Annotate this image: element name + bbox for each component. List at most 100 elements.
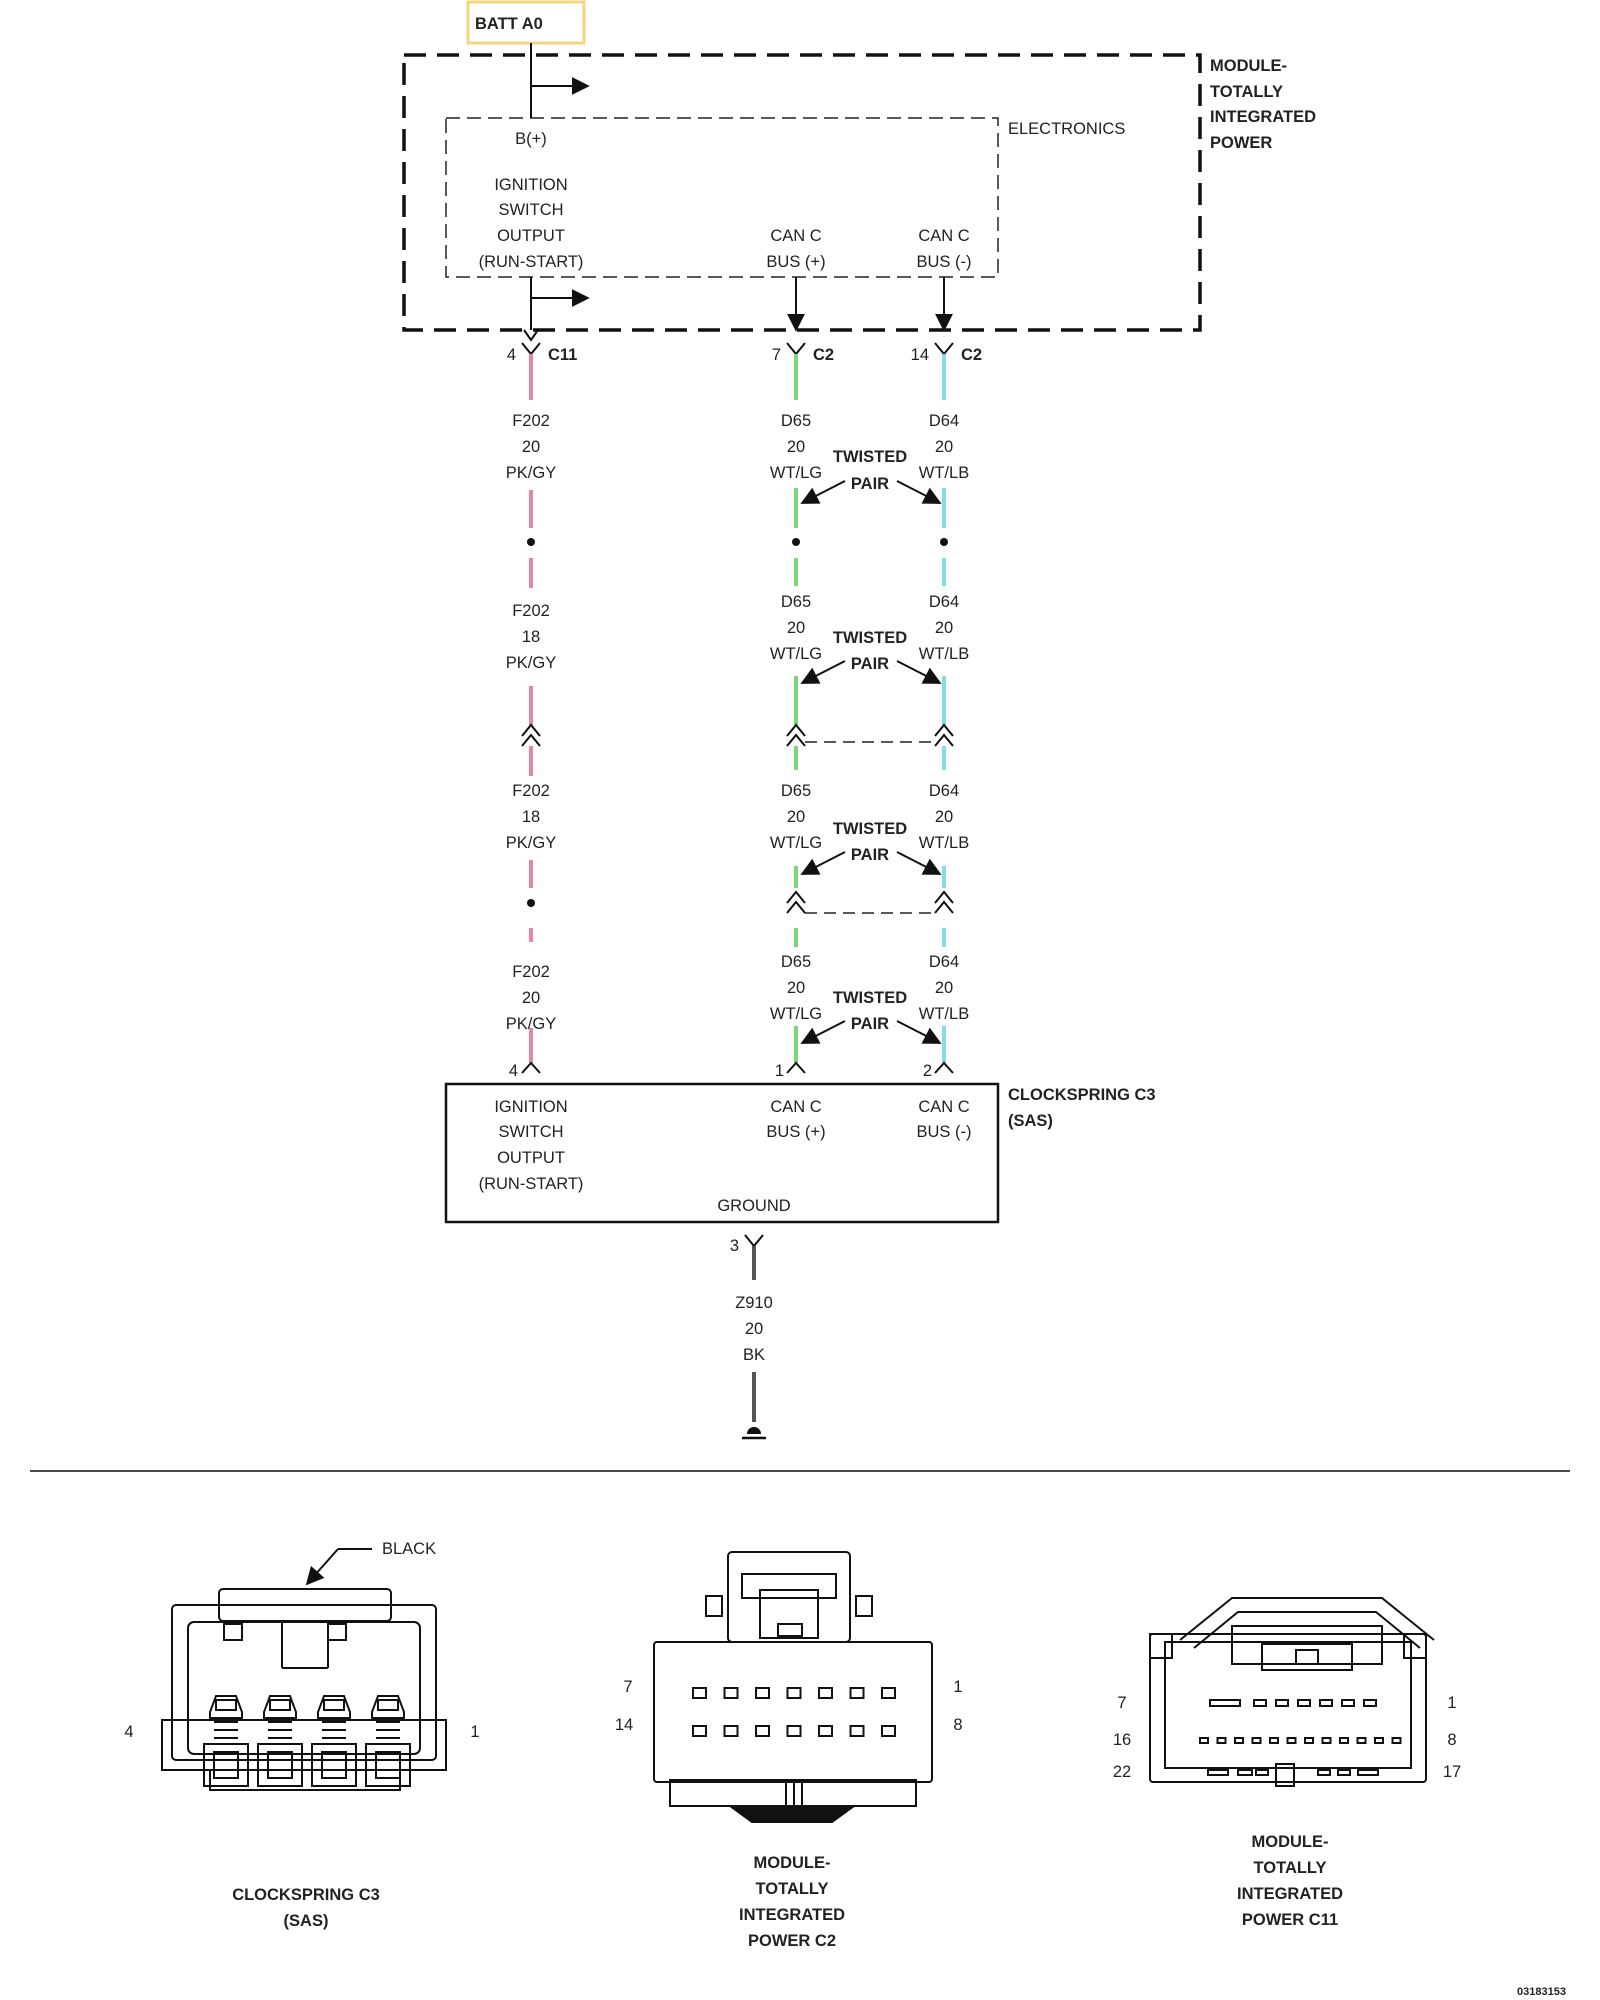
d64-label: D64	[929, 953, 959, 971]
c11-cavity	[1391, 1737, 1402, 1744]
c3-latch-inner	[269, 1699, 291, 1711]
c3-callout: BLACK	[382, 1540, 436, 1558]
f202-label: 20	[522, 989, 540, 1007]
svg-text:(RUN-START): (RUN-START)	[479, 1175, 584, 1193]
svg-text:TWISTED: TWISTED	[833, 629, 907, 647]
svg-text:4: 4	[509, 1062, 518, 1080]
c11-pin-right-3: 17	[1443, 1763, 1461, 1781]
c2-cavity	[692, 1725, 707, 1737]
d64-label: 20	[935, 808, 953, 826]
svg-text:INTEGRATED: INTEGRATED	[1237, 1885, 1343, 1903]
svg-text:TWISTED: TWISTED	[833, 820, 907, 838]
ground-wire-z910: 3 Z910 20 BK	[730, 1234, 773, 1440]
c11-cavity	[1199, 1737, 1209, 1744]
twisted-pair-arrow	[896, 480, 942, 504]
c2-cavity	[786, 1725, 802, 1737]
c2-cavity	[881, 1725, 896, 1737]
c3-latch-inner	[215, 1699, 237, 1711]
c3-cavity	[365, 1743, 411, 1787]
clockspring-can-neg-label: CAN C BUS (-)	[917, 1098, 972, 1141]
d65-label: 20	[787, 808, 805, 826]
f202-label: PK/GY	[506, 1015, 556, 1033]
c2-pin-right-2: 8	[953, 1716, 962, 1734]
bottom-connector-pins: 4 1 2	[509, 1061, 954, 1080]
shield-dashes	[805, 741, 935, 914]
c11-cavity	[1304, 1737, 1314, 1744]
svg-text:(RUN-START): (RUN-START)	[479, 253, 584, 271]
c3-cavity	[203, 1743, 249, 1787]
labels-twisted-pair: TWISTEDPAIRTWISTEDPAIRTWISTEDPAIRTWISTED…	[800, 448, 942, 1044]
f202-label: F202	[512, 412, 550, 430]
svg-text:BUS (+): BUS (+)	[766, 1123, 825, 1141]
c11-pin-left-2: 16	[1113, 1731, 1131, 1749]
clockspring-can-pos-label: CAN C BUS (+)	[766, 1098, 825, 1141]
svg-text:MODULE-: MODULE-	[754, 1854, 831, 1872]
twisted-pair-arrow	[800, 851, 846, 875]
svg-text:BUS (-): BUS (-)	[917, 253, 972, 271]
svg-text:TOTALLY: TOTALLY	[1253, 1859, 1326, 1877]
clockspring-title: CLOCKSPRING C3 (SAS)	[1008, 1086, 1156, 1130]
top-connector-pins: 4 C11 7 C2 14 C2	[507, 342, 982, 364]
svg-text:INTEGRATED: INTEGRATED	[739, 1906, 845, 1924]
d65-label: D65	[781, 412, 811, 430]
c2-cavity	[818, 1687, 833, 1699]
svg-text:3: 3	[730, 1237, 739, 1255]
c3-cavity	[257, 1743, 303, 1787]
c11-cavity	[1209, 1699, 1241, 1707]
f202-label: F202	[512, 602, 550, 620]
svg-text:BUS (+): BUS (+)	[766, 253, 825, 271]
svg-text:BK: BK	[743, 1346, 765, 1364]
ground-symbol-icon	[742, 1427, 766, 1440]
svg-text:2: 2	[923, 1062, 932, 1080]
module-tip-box: MODULE- TOTALLY INTEGRATED POWER ELECTRO…	[402, 53, 1316, 332]
d65-label: WT/LG	[770, 645, 822, 663]
svg-text:(SAS): (SAS)	[1008, 1112, 1053, 1130]
svg-text:TWISTED: TWISTED	[833, 989, 907, 1007]
svg-text:CLOCKSPRING C3: CLOCKSPRING C3	[1008, 1086, 1156, 1104]
c11-cavity	[1286, 1737, 1297, 1744]
c2-pin-right-1: 1	[953, 1678, 962, 1696]
svg-text:TOTALLY: TOTALLY	[1210, 83, 1283, 101]
d64-label: WT/LB	[919, 1005, 969, 1023]
svg-text:1: 1	[775, 1062, 784, 1080]
svg-text:POWER: POWER	[1210, 134, 1272, 152]
d64-label: 20	[935, 619, 953, 637]
pin-c2-14	[934, 342, 954, 356]
svg-text:OUTPUT: OUTPUT	[497, 227, 565, 245]
d65-label: 20	[787, 619, 805, 637]
connector-c2-view	[653, 1551, 933, 1823]
c3-cavity-inner	[321, 1751, 347, 1779]
c3-cavity-inner	[375, 1751, 401, 1779]
f202-label: PK/GY	[506, 464, 556, 482]
c2-cavity	[849, 1687, 865, 1699]
d64-label: 20	[935, 438, 953, 456]
d64-label: WT/LB	[919, 834, 969, 852]
c2-cavity	[692, 1687, 707, 1699]
c11-pin-right-2: 8	[1447, 1731, 1456, 1749]
c11-cavity	[1319, 1699, 1333, 1707]
svg-text:SWITCH: SWITCH	[498, 201, 563, 219]
labels-f202: F20220PK/GYF20218PK/GYF20218PK/GYF20220P…	[506, 412, 556, 1033]
c11-cavity	[1234, 1737, 1244, 1744]
c11-cavity	[1253, 1699, 1267, 1707]
svg-text:PAIR: PAIR	[851, 475, 889, 493]
c11-cavity	[1339, 1737, 1349, 1744]
c11-cavity	[1237, 1769, 1253, 1776]
c11-cavity	[1216, 1737, 1227, 1744]
svg-text:POWER C2: POWER C2	[748, 1932, 836, 1950]
f202-label: 18	[522, 808, 540, 826]
c3-latch	[371, 1695, 405, 1719]
c3-latch-inner	[323, 1699, 345, 1711]
d64-label: WT/LB	[919, 645, 969, 663]
svg-text:TWISTED: TWISTED	[833, 448, 907, 466]
twisted-pair-arrow	[896, 660, 942, 684]
d65-label: D65	[781, 953, 811, 971]
connector-c11-view	[1149, 1597, 1435, 1787]
c11-cavity	[1297, 1699, 1311, 1707]
c11-cavity	[1269, 1737, 1279, 1744]
c11-cavity	[1207, 1769, 1229, 1776]
c11-cavity	[1321, 1737, 1332, 1744]
d64-label: D64	[929, 782, 959, 800]
twisted-pair-arrow	[800, 660, 846, 684]
